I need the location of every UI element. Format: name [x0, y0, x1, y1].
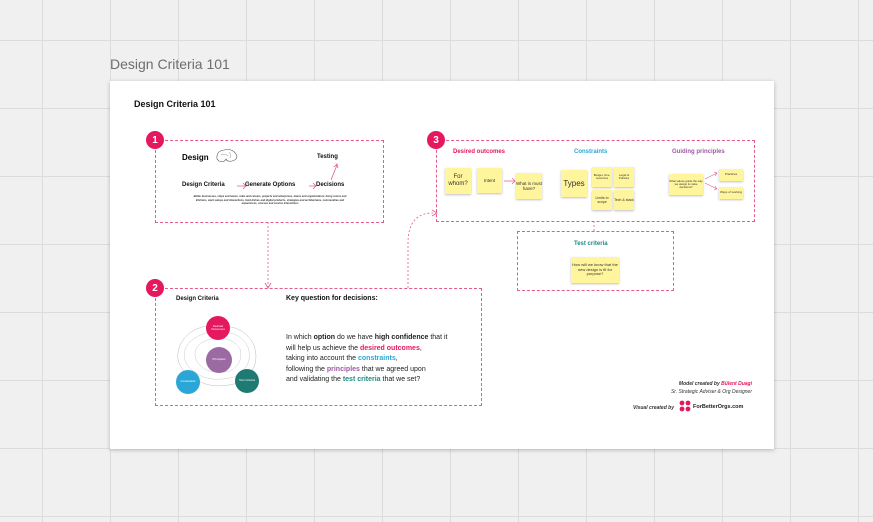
board[interactable]: Design Criteria 101 1 Design Testing Des… [110, 81, 774, 449]
test-criteria-heading: Test criteria [574, 241, 608, 247]
design-label: Design [182, 153, 209, 162]
testing-label: Testing [317, 154, 338, 160]
section-3-box [436, 140, 755, 222]
section-2-box [155, 288, 482, 406]
sticky-principle-3[interactable]: Ways of working [719, 187, 743, 199]
key-question-text: In which option do we have high confiden… [286, 334, 448, 383]
test-criteria-box [517, 231, 674, 291]
brand-name[interactable]: ForBetterOrgs.com [693, 404, 744, 410]
board-title: Design Criteria 101 [134, 99, 216, 109]
circle-principles: Principles [206, 347, 232, 373]
desired-outcomes-heading: Desired outcomes [453, 149, 506, 155]
sticky-types[interactable]: Types [561, 170, 587, 197]
constraints-heading: Constraints [574, 149, 608, 155]
key-question-heading: Key question for decisions: [286, 295, 378, 302]
sticky-what-is-must[interactable]: What is must have? [516, 173, 542, 199]
circle-test-criteria: Test Criteria [235, 369, 259, 393]
sticky-intent[interactable]: Intent [477, 168, 502, 193]
sticky-constraint-4[interactable]: Tech & stack [614, 190, 634, 210]
visual-credit: Visual created by [633, 405, 674, 411]
author-role: Sr. Strategic Adviser & Org Designer [670, 389, 752, 395]
testing-loop-arrow [330, 163, 339, 181]
sticky-test-criteria[interactable]: How will we know that the new design is … [571, 257, 619, 283]
outcome-arrow [504, 177, 516, 185]
sticky-constraint-2[interactable]: Legal & Policies [614, 167, 634, 187]
sticky-principle-1[interactable]: What values guide the way we design & ma… [669, 174, 703, 195]
frame-title[interactable]: Design Criteria 101 [110, 56, 230, 72]
section-3-badge: 3 [427, 131, 445, 149]
flow-design-criteria: Design Criteria [182, 182, 225, 188]
section-2-label: Design Criteria [176, 296, 219, 302]
flow-generate-options: Generate Options [245, 182, 296, 188]
brand-logo-icon [679, 400, 691, 412]
section-1-box [155, 140, 384, 223]
sticky-constraint-1[interactable]: Budget, time, resources [592, 167, 612, 187]
brain-sketch-icon [216, 149, 238, 162]
section-2-badge: 2 [146, 279, 164, 297]
principle-arrows [704, 171, 718, 191]
sticky-for-whom[interactable]: For whom? [445, 168, 471, 194]
model-credit: Model created by Bülent Duagi [678, 381, 752, 387]
section-1-description: Better businesses, ships and teams, role… [193, 195, 347, 206]
flow-arrow-1 [237, 182, 247, 190]
circle-desired-outcomes: Desired Outcomes [206, 316, 230, 340]
circle-constraints: Constraints [176, 370, 200, 394]
flow-arrow-2 [309, 182, 317, 190]
sticky-constraint-3[interactable]: Limits to scope [592, 190, 612, 210]
guiding-principles-heading: Guiding principles [672, 149, 725, 155]
flow-decisions: Decisions [316, 182, 345, 188]
sticky-principle-2[interactable]: Practices [719, 169, 743, 181]
section-1-badge: 1 [146, 131, 164, 149]
